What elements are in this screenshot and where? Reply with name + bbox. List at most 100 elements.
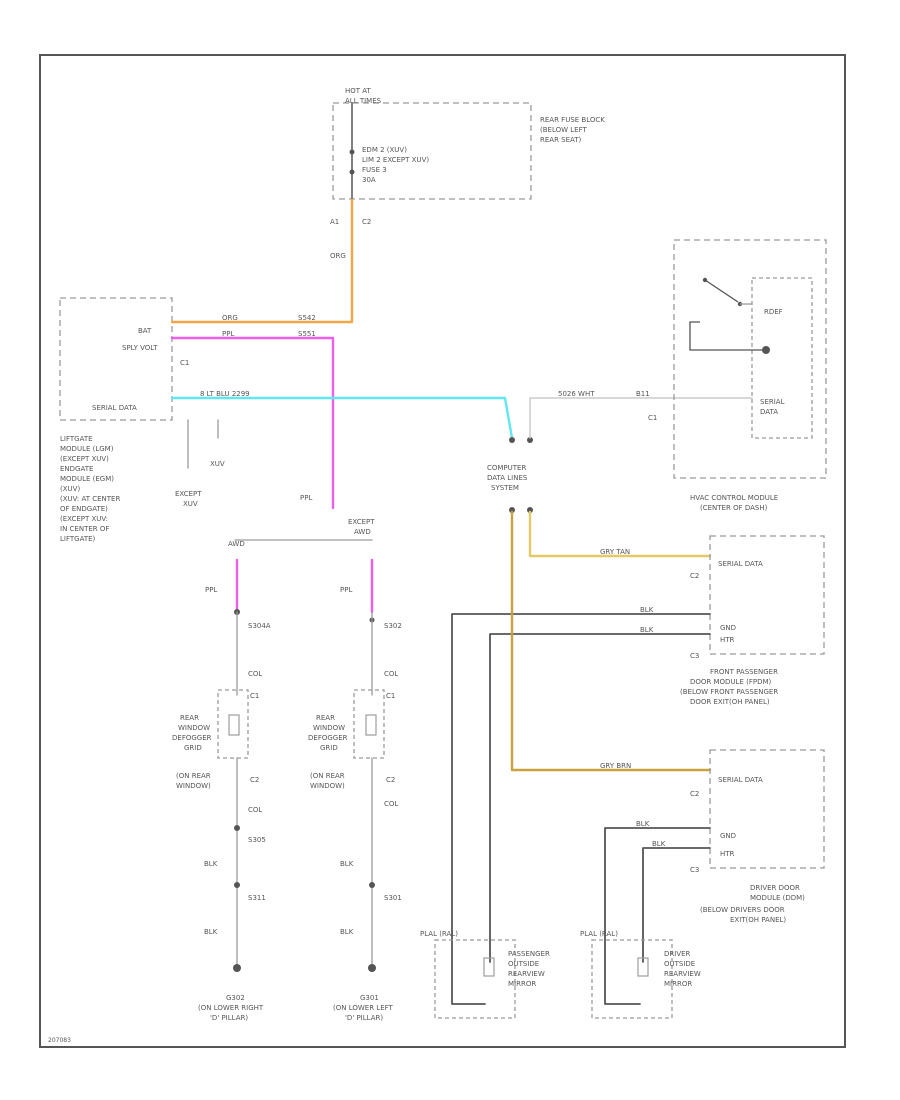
g301-line-3: 'D' PILLAR) xyxy=(345,1014,383,1022)
drv-mirror-line-1: DRIVER xyxy=(664,950,691,958)
ground-g302 xyxy=(233,964,241,972)
fp-module-line-4: DOOR EXIT(OH PANEL) xyxy=(690,698,770,706)
cdl-connector-top xyxy=(527,437,533,443)
orange-wire-label: ORG xyxy=(222,314,238,322)
right-defog-line-3: DEFOGGER xyxy=(172,734,212,742)
right-defogger-box xyxy=(217,689,249,759)
col-left-label: COL xyxy=(384,670,398,678)
pass-mirror-element xyxy=(483,957,495,977)
dd-gnd-label: GND xyxy=(720,832,736,840)
ppl-mid-label: PPL xyxy=(300,494,312,502)
hvac-module-box xyxy=(673,239,827,479)
hvac-rdef-node xyxy=(762,346,770,354)
except-awd-label-1: EXCEPT xyxy=(348,518,375,526)
fp-module-line-1: FRONT PASSENGER xyxy=(710,668,778,676)
rear-fuse-c2: C2 xyxy=(362,218,371,226)
b11-label: B11 xyxy=(636,390,650,398)
liftgate-line-5: MODULE (EGM) xyxy=(60,475,114,483)
pass-mirror-line-1: PASSENGER xyxy=(508,950,550,958)
drv-mirror-line-4: MIRROR xyxy=(664,980,692,988)
fuse-label-2: LIM 2 EXCEPT XUV) xyxy=(362,156,429,164)
s304a-label: S304A xyxy=(248,622,271,630)
pink-supply-wire xyxy=(170,336,335,510)
left-defog-line-6: WINDOW) xyxy=(310,782,345,790)
fp-data-wire-label: GRY TAN xyxy=(600,548,630,556)
fp-module-box xyxy=(709,535,825,655)
figure-id: 207083 xyxy=(48,1037,71,1044)
cdl-line-1: COMPUTER xyxy=(487,464,526,472)
fp-c3-label: C3 xyxy=(690,652,699,660)
rear-fuse-block-location-1: (BELOW LEFT xyxy=(540,126,587,134)
dd-serial-label: SERIAL DATA xyxy=(718,776,763,784)
cdl-connector-bottom xyxy=(527,507,533,513)
left-defog-line-2: WINDOW xyxy=(313,724,345,732)
hvac-module-line-1: HVAC CONTROL MODULE xyxy=(690,494,778,502)
dd-module-line-3: (BELOW DRIVERS DOOR xyxy=(700,906,785,914)
serial-data-label: SERIAL DATA xyxy=(92,404,137,412)
liftgate-line-6: (XUV) xyxy=(60,485,80,493)
wire-5026-label: 5026 WHT xyxy=(558,390,595,398)
left-defog-line-4: GRID xyxy=(320,744,338,752)
splice-s301 xyxy=(369,882,375,888)
cdl-line-3: SYSTEM xyxy=(491,484,519,492)
left-defogger-box xyxy=(353,689,385,759)
blk-left-label-1: BLK xyxy=(340,860,354,868)
splice-s311 xyxy=(234,882,240,888)
fp-blk-label-1: BLK xyxy=(640,606,654,614)
dd-gnd-wire xyxy=(604,827,711,1005)
orange-wire-splice: S542 xyxy=(298,314,316,322)
dd-data-wire-label: GRY BRN xyxy=(600,762,631,770)
g301-line-2: (ON LOWER LEFT xyxy=(333,1004,394,1012)
fp-c2-label: C2 xyxy=(690,572,699,580)
pass-mirror-line-3: REARVIEW xyxy=(508,970,545,978)
pass-mirror-box xyxy=(434,939,516,1019)
blk-right-label-2: BLK xyxy=(204,928,218,936)
bat-label: BAT xyxy=(138,327,152,335)
dd-module-line-1: DRIVER DOOR xyxy=(750,884,800,892)
rear-fuse-block-box xyxy=(332,102,532,200)
dd-module-line-2: MODULE (DDM) xyxy=(750,894,805,902)
drv-mirror-tag: PLAL (RAL) xyxy=(580,930,618,938)
fp-blk-label-2: BLK xyxy=(640,626,654,634)
dd-c3-label: C3 xyxy=(690,866,699,874)
left-defog-line-1: REAR xyxy=(316,714,335,722)
cdl-connector-bottom xyxy=(509,507,515,513)
liftgate-line-7: (XUV: AT CENTER xyxy=(60,495,120,503)
awd-label: AWD xyxy=(228,540,245,548)
liftgate-line-1: LIFTGATE xyxy=(60,435,93,443)
right-defog-line-2: WINDOW xyxy=(178,724,210,732)
all-times-label: ALL TIMES xyxy=(345,97,382,105)
except-awd-label-2: AWD xyxy=(354,528,371,536)
right-c2-label: C2 xyxy=(250,776,259,784)
left-c1-label: C1 xyxy=(386,692,395,700)
hvac-switch-arm xyxy=(704,279,739,303)
sply-volt-label: SPLY VOLT xyxy=(122,344,158,352)
fp-gnd-label: GND xyxy=(720,624,736,632)
s301-label: S301 xyxy=(384,894,402,902)
dd-htr-label: HTR xyxy=(720,850,735,858)
rear-fuse-block-title: REAR FUSE BLOCK xyxy=(540,116,605,124)
orange-bat-wire xyxy=(170,198,354,324)
dd-c2-label: C2 xyxy=(690,790,699,798)
fp-gnd-wire xyxy=(451,613,711,1005)
pass-mirror-line-4: MIRROR xyxy=(508,980,536,988)
hvac-module-line-2: (CENTER OF DASH) xyxy=(700,504,768,512)
rear-fuse-a1: A1 xyxy=(330,218,339,226)
fp-htr-label: HTR xyxy=(720,636,735,644)
liftgate-line-2: MODULE (LGM) xyxy=(60,445,114,453)
g302-line-2: (ON LOWER RIGHT xyxy=(198,1004,264,1012)
s302-label: S302 xyxy=(384,622,402,630)
dd-module-box xyxy=(709,749,825,869)
except-xuv-label-2: XUV xyxy=(183,500,198,508)
col-left-low-label: COL xyxy=(384,800,398,808)
dd-htr-wire xyxy=(642,847,711,963)
ppl-left-label: PPL xyxy=(340,586,352,594)
xuv-label: XUV xyxy=(210,460,225,468)
liftgate-line-9: (EXCEPT XUV: xyxy=(60,515,108,523)
fuse-label-3: FUSE 3 xyxy=(362,166,387,174)
cdl-connector-top xyxy=(509,437,515,443)
splice-s305 xyxy=(234,825,240,831)
cdl-line-2: DATA LINES xyxy=(487,474,528,482)
liftgate-line-10: IN CENTER OF xyxy=(60,525,109,533)
